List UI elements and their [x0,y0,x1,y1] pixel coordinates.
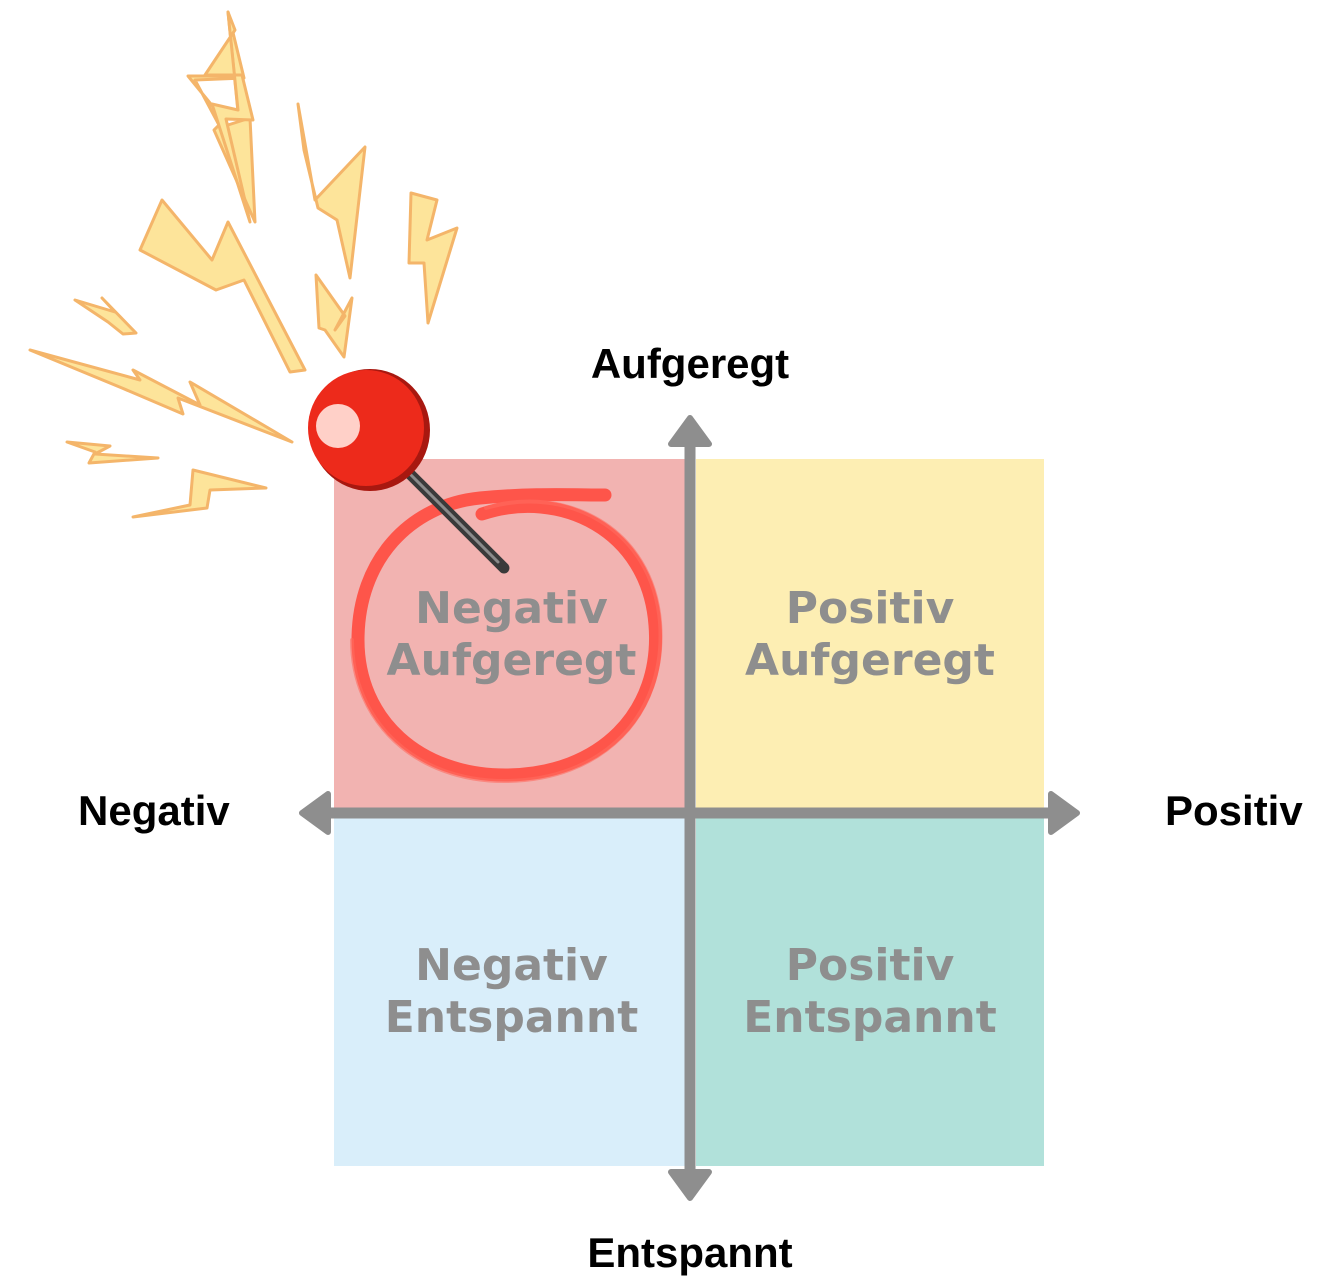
quadrant-negative-excited-line1: Negativ [415,582,608,634]
quadrant-positive-relaxed-line1: Positiv [785,939,955,991]
axis-label-top: Aufgeregt [590,340,790,387]
axis-label-right: Positiv [1165,787,1303,834]
horizontal-axis-arrow-right [1048,791,1080,835]
vertical-axis-arrow-down [668,1169,712,1201]
axis-label-bottom: Entspannt [587,1229,793,1276]
quadrant-negative-relaxed: Negativ Entspannt [334,817,689,1166]
quadrant-positive-excited-line2: Aufgeregt [745,634,995,686]
quadrant-positive-relaxed-label: Positiv Entspannt [743,940,996,1044]
lightning-bolt-icon [28,10,459,519]
horizontal-axis-arrow-left [299,791,331,835]
quadrant-negative-excited-line2: Aufgeregt [386,634,637,686]
axis-label-left: Negativ [78,787,230,834]
quadrant-positive-relaxed: Positiv Entspannt [696,817,1044,1166]
quadrant-negative-excited-label: Negativ Aufgeregt [387,583,637,687]
quadrant-positive-excited-label: Positiv Aufgeregt [745,583,995,687]
vertical-axis-arrow-up [668,415,712,447]
quadrant-negative-relaxed-label: Negativ Entspannt [385,940,638,1044]
quadrant-negative-relaxed-line2: Entspannt [384,991,639,1043]
quadrant-positive-relaxed-line2: Entspannt [743,991,997,1043]
quadrant-positive-excited-line1: Positiv [785,582,955,634]
quadrant-negative-excited: Negativ Aufgeregt [334,459,689,810]
quadrant-positive-excited: Positiv Aufgeregt [696,459,1044,810]
quadrant-negative-relaxed-line1: Negativ [415,939,608,991]
